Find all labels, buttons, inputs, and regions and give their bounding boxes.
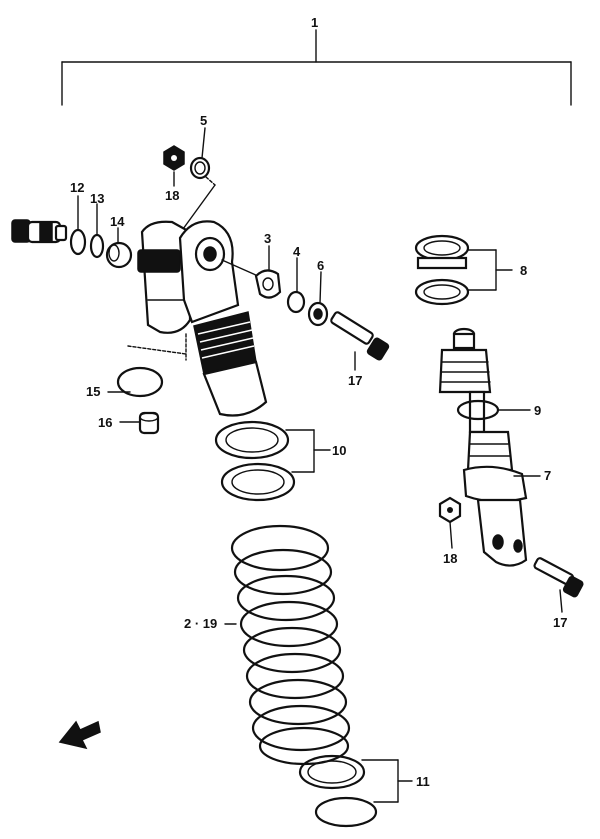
collar-part-14 xyxy=(105,241,133,269)
spring-seat-part-10 xyxy=(214,420,296,502)
ring-part-13 xyxy=(89,233,105,259)
callout-17-lower: 17 xyxy=(553,615,567,630)
callout-8: 8 xyxy=(520,263,527,278)
cap-part-16 xyxy=(138,411,160,435)
callout-3: 3 xyxy=(264,231,271,246)
front-direction-arrow-icon xyxy=(58,720,101,750)
bump-stop-part-8 xyxy=(414,234,470,306)
ring-part-11 xyxy=(298,754,378,828)
nut-part-18-top xyxy=(163,145,185,171)
callout-16: 16 xyxy=(98,415,112,430)
bolt-part-17-lower xyxy=(533,557,584,598)
lower-body-part-7 xyxy=(462,430,528,567)
bolt-part-17-upper xyxy=(330,311,390,361)
nut-part-18-right xyxy=(438,496,462,524)
callout-17-upper: 17 xyxy=(348,373,362,388)
ring-part-12 xyxy=(69,228,87,256)
callout-11: 11 xyxy=(416,774,430,789)
assembly-bracket xyxy=(61,29,572,106)
cap-part-15 xyxy=(116,366,164,398)
damper-rod-assembly xyxy=(438,327,500,434)
callout-18-right: 18 xyxy=(443,551,457,566)
callout-10: 10 xyxy=(332,443,346,458)
leader-lines xyxy=(77,127,563,803)
callout-1: 1 xyxy=(311,15,318,30)
callout-4: 4 xyxy=(293,244,301,259)
bushing-part-3 xyxy=(221,259,282,299)
callout-14: 14 xyxy=(110,214,125,229)
spring-part-2-19 xyxy=(230,524,351,766)
callout-7: 7 xyxy=(544,468,551,483)
adjuster-bolt-left xyxy=(11,219,68,244)
washer-part-4 xyxy=(286,290,306,314)
callout-2-19: 2 · 19 xyxy=(184,616,217,631)
reservoir-cylinder xyxy=(127,220,192,361)
callout-13: 13 xyxy=(90,191,104,206)
callout-9: 9 xyxy=(534,403,541,418)
callout-6: 6 xyxy=(317,258,324,273)
shock-main-body xyxy=(178,220,268,417)
callout-12: 12 xyxy=(70,180,84,195)
callout-18-top: 18 xyxy=(165,188,179,203)
ring-part-6 xyxy=(307,301,329,327)
callout-15: 15 xyxy=(86,384,100,399)
callout-5: 5 xyxy=(200,113,207,128)
